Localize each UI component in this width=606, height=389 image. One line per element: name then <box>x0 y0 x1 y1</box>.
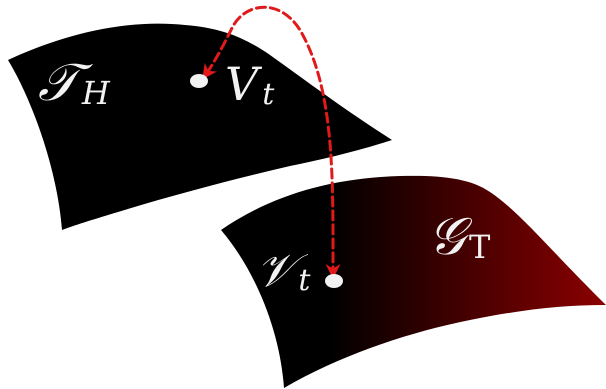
mapping-arrow <box>202 5 341 279</box>
top-point-label-sub: t <box>262 77 275 112</box>
top-point <box>190 74 208 88</box>
bottom-point-label-sub: t <box>298 263 311 298</box>
top-point-label: V t <box>225 57 275 112</box>
top-point-label-main: V <box>225 57 263 111</box>
bottom-surface-label-sub: T <box>469 228 491 266</box>
top-surface-label-sub: H <box>81 74 111 112</box>
bottom-point <box>325 274 343 288</box>
